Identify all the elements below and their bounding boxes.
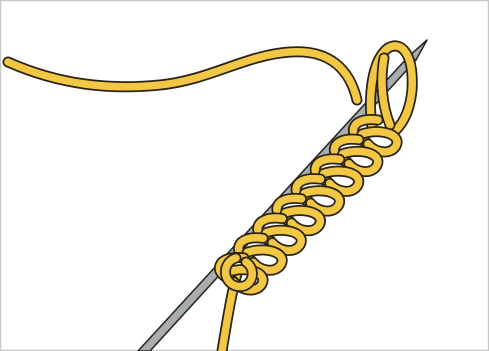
yarn-cast-on-loops bbox=[220, 119, 398, 289]
